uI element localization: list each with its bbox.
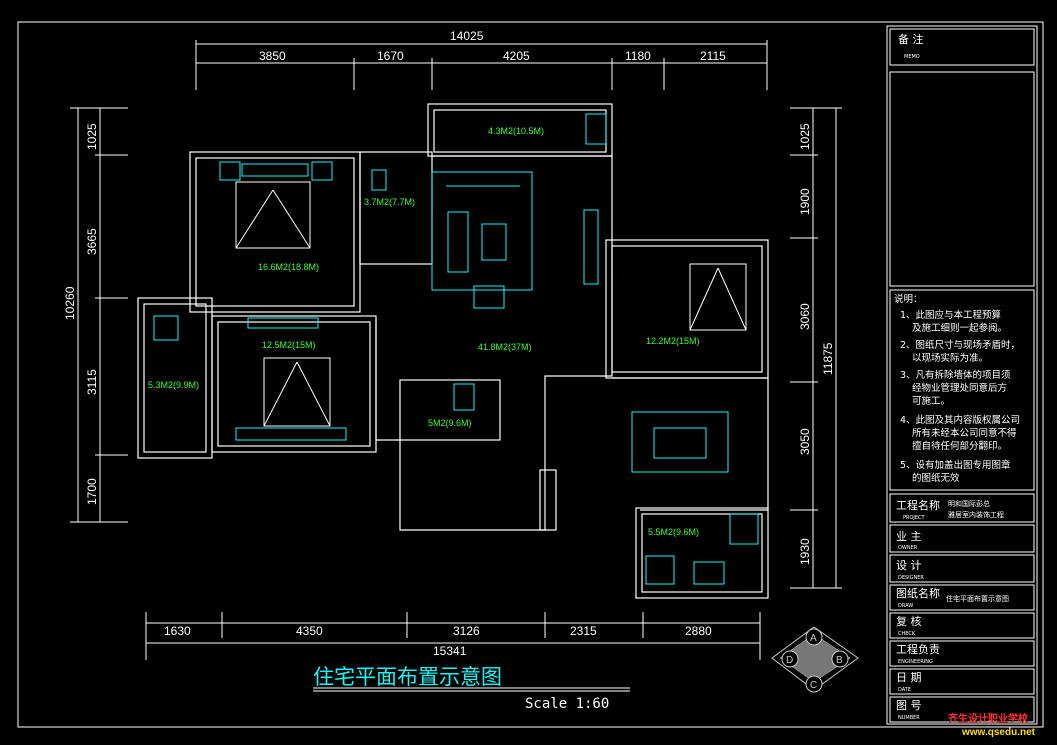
dim-bottom-seg: 4350 bbox=[296, 624, 323, 638]
tb-row-label: 图 号 bbox=[896, 699, 922, 712]
tb-row-sub: CHECK bbox=[898, 631, 916, 637]
note-line: 以现场实际为准。 bbox=[912, 352, 988, 364]
dim-left-seg: 3665 bbox=[85, 228, 99, 255]
tb-row-label: 设 计 bbox=[896, 559, 922, 572]
tb-row-sub: DRAW bbox=[898, 603, 913, 609]
tb-row-label: 图纸名称 bbox=[896, 586, 940, 600]
watermark-school: 齐生设计职业学校 bbox=[948, 712, 1029, 725]
tb-row-label: 工程名称 bbox=[896, 498, 940, 512]
tb-row-label: 业 主 bbox=[896, 530, 922, 543]
note-line: 3、凡有拆除墙体的项目须 bbox=[900, 369, 1011, 381]
tb-row-sub: NUMBER bbox=[898, 715, 920, 721]
tb-row-label: 日 期 bbox=[896, 671, 922, 684]
dim-right-seg: 1900 bbox=[798, 188, 812, 215]
memo-sub: MEMO bbox=[904, 54, 920, 60]
dim-left-seg: 3115 bbox=[85, 369, 99, 395]
tb-row-sub: OWNER bbox=[898, 545, 918, 551]
dim-left-total: 10260 bbox=[63, 286, 77, 320]
dim-left-seg: 1700 bbox=[85, 478, 99, 505]
memo-label: 备 注 bbox=[898, 32, 924, 46]
tb-row-sub: DESIGNER bbox=[898, 575, 924, 581]
drawing-frame bbox=[17, 21, 1044, 728]
room-area-label: 4.3M2(10.5M) bbox=[488, 126, 544, 136]
drawing-title: 住宅平面布置示意图 bbox=[313, 665, 502, 689]
room-area-label: 3.7M2(7.7M) bbox=[364, 197, 415, 207]
room-area-label: 5.5M2(9.6M) bbox=[648, 527, 699, 537]
dim-right-seg: 1930 bbox=[798, 538, 812, 565]
title-block bbox=[886, 25, 1038, 725]
tb-row-label: 复 核 bbox=[896, 614, 922, 628]
dim-top-total: 14025 bbox=[450, 29, 484, 43]
bed-shapes bbox=[235, 181, 747, 427]
dim-top-seg: 1670 bbox=[377, 49, 404, 63]
notes-heading: 说明： bbox=[894, 293, 923, 305]
room-area-label: 5M2(9.6M) bbox=[428, 418, 472, 428]
dim-right-seg: 3060 bbox=[798, 303, 812, 330]
room-area-label: 12.2M2(15M) bbox=[646, 336, 700, 346]
note-line: 4、此图及其内容版权属公司 bbox=[900, 414, 1020, 426]
tb-row-sub: DATE bbox=[898, 687, 911, 693]
compass-label: D bbox=[786, 655, 793, 666]
note-line: 1、此图应与本工程预算 bbox=[900, 309, 1001, 321]
tb-row-sub: PROJECT bbox=[903, 515, 926, 521]
dim-top-seg: 3850 bbox=[259, 49, 286, 63]
bottom-dimension-chain bbox=[145, 612, 761, 660]
note-line: 所有未经本公司同意不得 bbox=[912, 427, 1017, 439]
note-line: 及施工细则一起参阅。 bbox=[912, 322, 1007, 334]
watermark-url: www.qsedu.net bbox=[961, 727, 1036, 738]
dim-bottom-seg: 3126 bbox=[453, 624, 480, 638]
note-line: 可施工。 bbox=[912, 395, 950, 407]
note-line: 擅自待任何部分翻印。 bbox=[912, 440, 1007, 452]
dim-top-seg: 1180 bbox=[625, 49, 651, 63]
room-area-label: 12.5M2(15M) bbox=[262, 340, 316, 350]
left-dimension-chain bbox=[70, 107, 128, 523]
dim-top-seg: 2115 bbox=[700, 49, 726, 63]
note-line: 经物业管理处同意后方 bbox=[912, 382, 1007, 394]
tb-row-label: 工程负责 bbox=[896, 642, 940, 656]
note-line: 2、图纸尺寸与现场矛盾时， bbox=[900, 339, 1020, 351]
walls bbox=[137, 103, 769, 599]
dim-left-seg: 1025 bbox=[85, 123, 99, 150]
compass-label: B bbox=[836, 655, 843, 666]
dim-right-total: 11875 bbox=[821, 342, 835, 375]
compass-rose: A B C D bbox=[771, 626, 859, 693]
tb-row-value: 住宅平面布置示意图 bbox=[946, 594, 1009, 603]
room-area-label: 41.8M2(37M) bbox=[478, 342, 532, 352]
dim-right-seg: 1025 bbox=[798, 123, 812, 150]
room-area-label: 16.6M2(18.8M) bbox=[258, 262, 319, 272]
tb-row-sub: ENGINEERING bbox=[898, 659, 933, 665]
compass-label: A bbox=[810, 633, 817, 644]
dim-bottom-seg: 2880 bbox=[685, 624, 712, 638]
tb-row-value: 明和国际彭总 bbox=[948, 499, 990, 508]
dim-bottom-seg: 2315 bbox=[570, 624, 597, 638]
room-area-label: 5.3M2(9.9M) bbox=[148, 380, 199, 390]
drawing-scale: Scale 1:60 bbox=[525, 696, 609, 712]
fixtures bbox=[153, 113, 759, 585]
top-dimension-chain bbox=[195, 40, 768, 90]
dim-bottom-seg: 1630 bbox=[164, 624, 191, 638]
note-line: 5、设有加盖出图专用图章 bbox=[900, 459, 1011, 471]
dim-bottom-total: 15341 bbox=[433, 644, 467, 658]
compass-label: C bbox=[810, 680, 817, 691]
note-line: 的图纸无效 bbox=[912, 472, 960, 484]
dim-top-seg: 4205 bbox=[503, 49, 530, 63]
tb-row-value: 雅居室内装饰工程 bbox=[948, 510, 1004, 519]
right-dimension-chain bbox=[790, 107, 842, 589]
dim-right-seg: 3050 bbox=[798, 428, 812, 455]
